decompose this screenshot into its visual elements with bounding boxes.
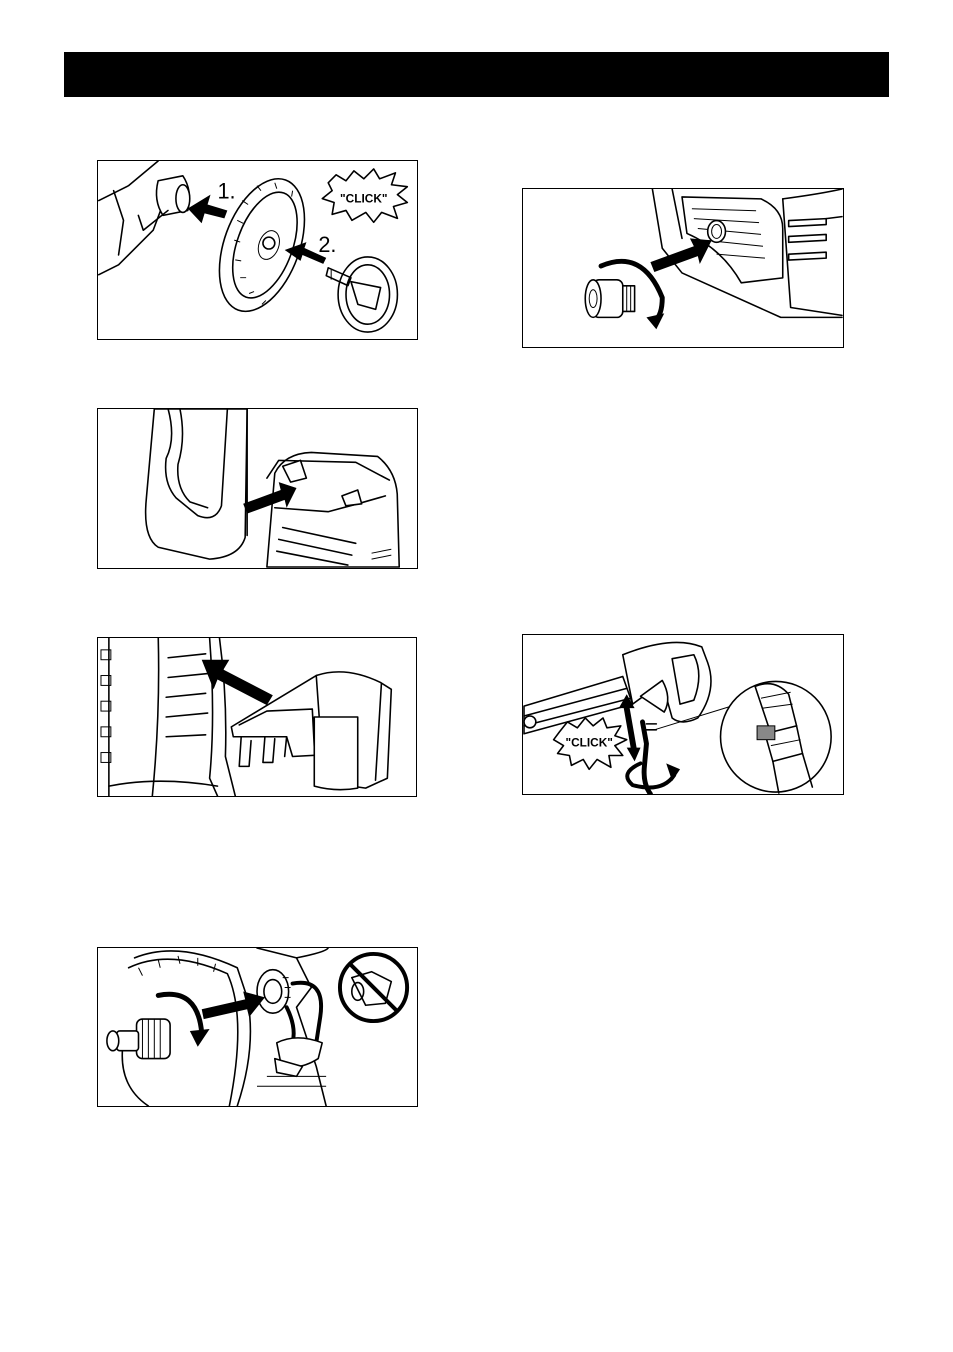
figure-holder-top (97, 408, 418, 569)
holder-side-drawing (98, 638, 416, 796)
trigger-gun-drawing: "CLICK" (523, 635, 843, 794)
figure-trigger-gun: "CLICK" (522, 634, 844, 795)
figure-wheel-assembly: "CLICK" 1. 2. (97, 160, 418, 340)
section-header-bar (64, 52, 889, 97)
outlet-adapter-drawing (523, 189, 843, 347)
step-2-label: 2. (318, 232, 336, 257)
click-burst-icon: "CLICK" (554, 718, 627, 769)
prohibited-icon (340, 954, 407, 1021)
step-1-label: 1. (217, 179, 235, 204)
wheel-assembly-drawing: "CLICK" 1. 2. (98, 161, 417, 339)
adapter-icon (585, 280, 634, 318)
figure-hose-connection (97, 947, 418, 1107)
hose-connection-drawing (98, 948, 417, 1106)
figure-outlet-adapter (522, 188, 844, 348)
insert-arrow-icon (650, 238, 711, 272)
holder-top-drawing (98, 409, 417, 568)
coupling-icon (107, 1019, 170, 1059)
push-arrow-icon (619, 694, 641, 761)
insert-arrow-icon (202, 991, 265, 1019)
click-label: "CLICK" (565, 736, 612, 750)
click-label: "CLICK" (340, 192, 387, 206)
figure-holder-side (97, 637, 417, 797)
click-burst-icon: "CLICK" (322, 169, 407, 222)
rotate-arrow-icon (627, 763, 674, 787)
hubcap-icon (326, 257, 397, 332)
coupling-detail-icon (721, 681, 832, 793)
